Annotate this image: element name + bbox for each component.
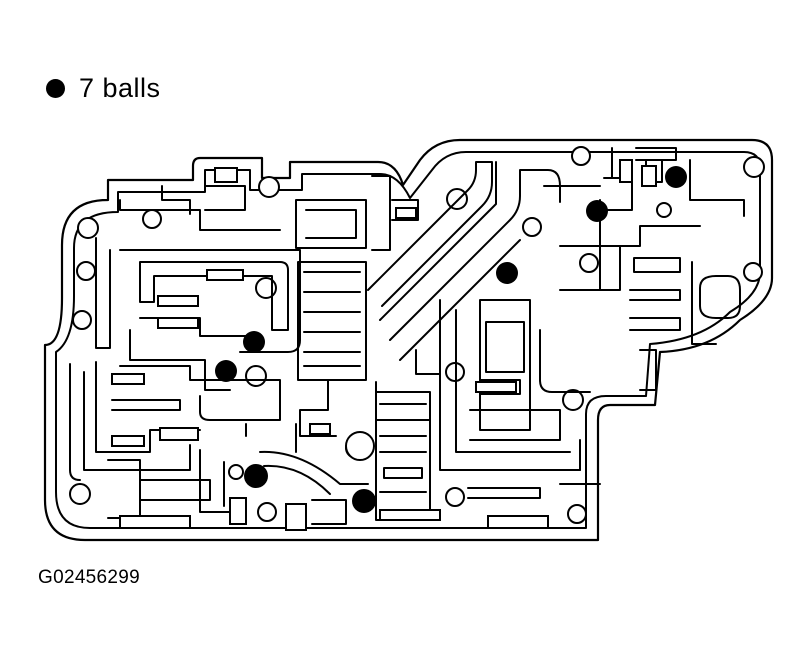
mounting-hole: [743, 156, 765, 178]
center-bore-stack: [295, 175, 419, 437]
ball-icon: [46, 78, 65, 98]
check-ball: [352, 489, 376, 513]
mounting-hole: [69, 483, 91, 505]
mounting-hole: [445, 487, 465, 507]
check-valve-seat: [345, 431, 375, 461]
legend: 7 balls: [46, 70, 161, 106]
mounting-hole: [72, 310, 92, 330]
mounting-hole: [228, 464, 244, 480]
mounting-hole: [571, 146, 591, 166]
check-ball: [244, 464, 268, 488]
mounting-hole: [258, 176, 280, 198]
check-ball: [665, 166, 687, 188]
mounting-hole: [567, 504, 587, 524]
center-lower-valve: [245, 391, 431, 525]
check-ball: [215, 360, 237, 382]
mounting-hole: [77, 217, 99, 239]
mounting-hole: [579, 253, 599, 273]
figure-id: G02456299: [38, 567, 141, 588]
mounting-hole: [257, 502, 277, 522]
plate-outline-outer: [43, 138, 774, 542]
left-block-channels: [69, 185, 301, 519]
check-ball: [586, 200, 608, 222]
right-block-channels: [439, 147, 745, 499]
mounting-hole: [245, 365, 267, 387]
mounting-hole: [562, 389, 584, 411]
check-ball: [243, 331, 265, 353]
mounting-hole: [656, 202, 672, 218]
mounting-hole: [743, 262, 763, 282]
rectangular-details: [111, 159, 657, 531]
mounting-hole: [142, 209, 162, 229]
plate-outline-inner: [55, 151, 761, 529]
legend-label: 7 balls: [79, 72, 161, 103]
mounting-hole: [522, 217, 542, 237]
mounting-hole: [446, 188, 468, 210]
mounting-hole: [76, 261, 96, 281]
check-ball: [496, 262, 518, 284]
check-balls: [215, 166, 687, 513]
